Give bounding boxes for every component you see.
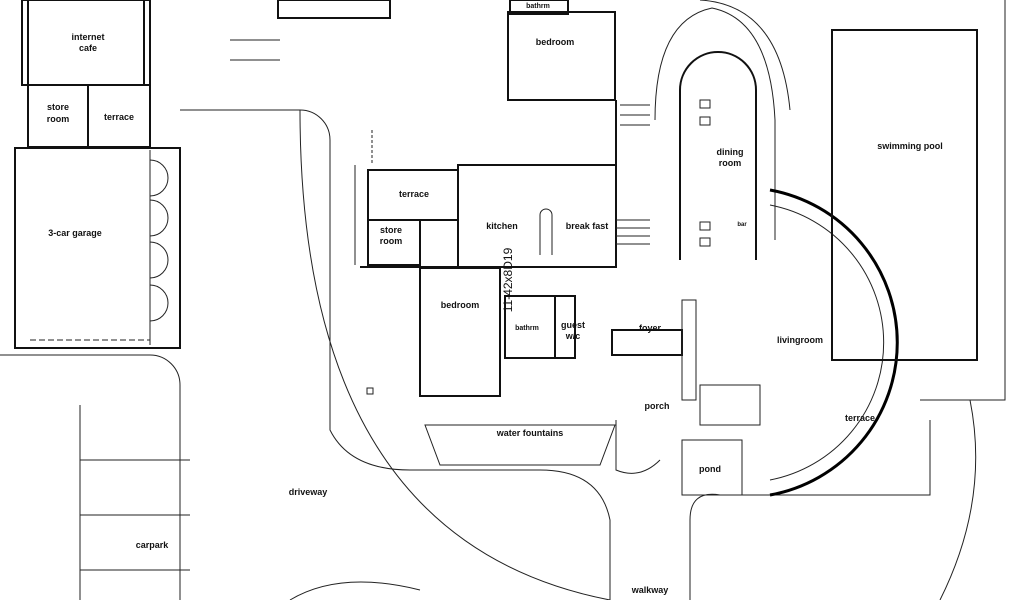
- label-internet-cafe: internet: [71, 32, 104, 42]
- label-livingroom: livingroom: [777, 335, 823, 345]
- label-terrace: terrace: [845, 413, 875, 423]
- label-guest-wc: w/c: [565, 331, 581, 341]
- label-internet-cafe: cafe: [79, 43, 97, 53]
- label-kitchen: kitchen: [486, 221, 518, 231]
- label-terrace: terrace: [399, 189, 429, 199]
- label-breakfast: break fast: [566, 221, 609, 231]
- label-store-room: room: [380, 236, 403, 246]
- west-wing-walls: [14, 0, 181, 349]
- house-walls: [277, 0, 743, 496]
- dining-living-walls: [366, 0, 978, 497]
- label-dining-room: room: [719, 158, 742, 168]
- label-bar: bar: [737, 222, 747, 228]
- label-bathroom: bathrm: [515, 325, 539, 332]
- label-foyer: foyer: [639, 323, 662, 333]
- label-pond: pond: [699, 464, 721, 474]
- label-bathroom: bathrm: [526, 3, 550, 10]
- label-driveway: driveway: [289, 487, 328, 497]
- label-store-room: store: [47, 102, 69, 112]
- label-terrace: terrace: [104, 112, 134, 122]
- label-garage: 3-car garage: [48, 228, 102, 238]
- label-store-room: room: [47, 114, 70, 124]
- label-bedroom: bedroom: [441, 300, 480, 310]
- label-dining-room: dining: [717, 147, 744, 157]
- label-swimming-pool: swimming pool: [877, 141, 943, 151]
- dimension-label: 11-42x8D19: [501, 247, 515, 312]
- label-carpark: carpark: [136, 540, 170, 550]
- label-water-fountains: water fountains: [496, 428, 564, 438]
- label-walkway: walkway: [631, 585, 669, 595]
- label-store-room: store: [380, 225, 402, 235]
- label-guest-wc: guest: [561, 320, 585, 330]
- label-porch: porch: [644, 401, 669, 411]
- label-bedroom: bedroom: [536, 37, 575, 47]
